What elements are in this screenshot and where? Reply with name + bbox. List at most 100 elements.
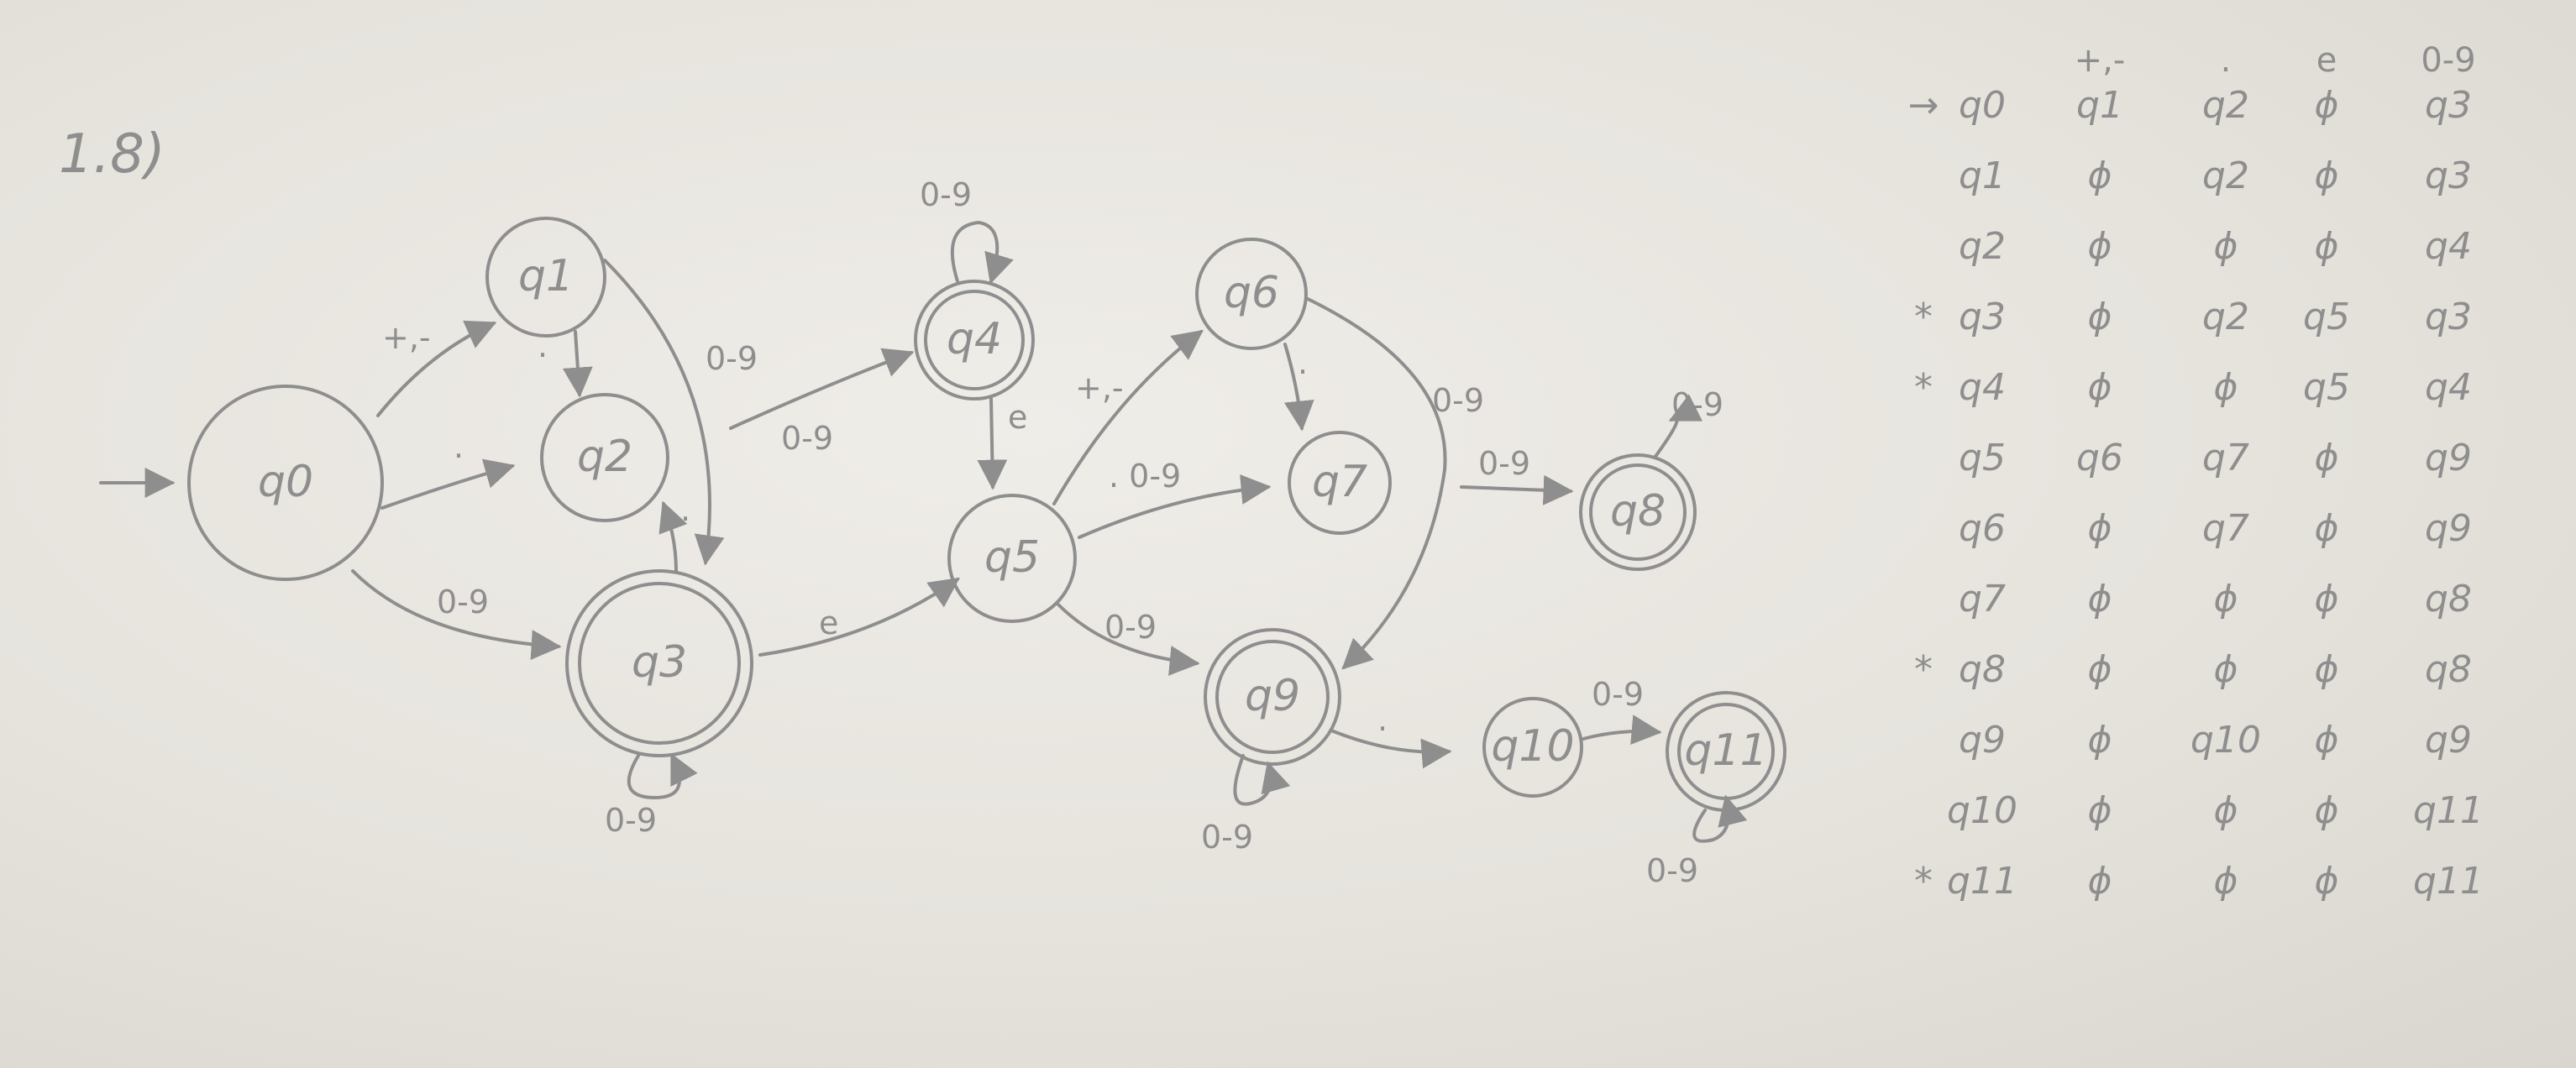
state-q0 [187, 385, 384, 581]
state-label-q3: q3 [632, 637, 687, 688]
table-cell: q1 [2076, 84, 2123, 127]
table-row-state: q10 [1947, 789, 2017, 832]
problem-label: 1.8) [59, 123, 165, 186]
start-marker: → [1908, 84, 1939, 127]
state-q5 [947, 494, 1077, 623]
table-cell: q7 [2202, 437, 2249, 479]
table-cell: ϕ [2087, 225, 2112, 268]
table-cell: ϕ [2213, 648, 2238, 691]
table-cell: ϕ [2314, 578, 2338, 620]
state-label-q7: q7 [1312, 457, 1367, 507]
table-cell: ϕ [2314, 437, 2338, 479]
state-q7 [1288, 431, 1392, 535]
loop-q11 [1692, 794, 1748, 843]
table-cell: ϕ [2314, 719, 2338, 762]
table-cell: ϕ [2087, 648, 2112, 691]
table-cell: q4 [2425, 225, 2472, 268]
edge-q6-q7 [1283, 343, 1314, 432]
edge-q0-q3 [351, 569, 562, 660]
table-cell: q5 [2303, 296, 2350, 338]
edge-q3-q2 [658, 500, 688, 573]
table-cell: q6 [2076, 437, 2123, 479]
edge-q0-q2 [380, 458, 516, 510]
table-row-state: q7 [1959, 578, 2006, 620]
table-cell: q3 [2425, 154, 2472, 197]
table-cell: q5 [2303, 366, 2350, 409]
edge-q1-q3 [603, 259, 725, 566]
state-label-q4: q4 [947, 314, 1002, 364]
table-cell: ϕ [2087, 366, 2112, 409]
table-cell: ϕ [2213, 789, 2238, 832]
table-cell: ϕ [2314, 225, 2338, 268]
label-q8-loop: 0-9 [1671, 386, 1723, 423]
table-column-header: e [2316, 41, 2337, 80]
table-cell: q8 [2425, 648, 2472, 691]
label-q1-q2: . [538, 327, 548, 364]
table-cell: ϕ [2213, 366, 2238, 409]
state-label-q9: q9 [1245, 671, 1300, 721]
label-q0-q3: 0-9 [437, 584, 489, 620]
state-q3-accept-ring [578, 582, 741, 745]
edge-q5-q6 [1052, 329, 1204, 505]
accept-marker: * [1914, 296, 1933, 338]
label-q5-q7: . 0-9 [1109, 458, 1181, 495]
table-cell: ϕ [2087, 154, 2112, 197]
state-label-q5: q5 [984, 532, 1040, 583]
edge-q9-q10 [1330, 729, 1452, 769]
table-row-state: q1 [1959, 154, 2006, 197]
state-q4-accept-ring [924, 290, 1025, 390]
state-label-q2: q2 [577, 432, 632, 482]
loop-q8 [1653, 394, 1703, 459]
label-q5-q9: 0-9 [1104, 609, 1157, 646]
table-cell: ϕ [2314, 789, 2338, 832]
table-cell: ϕ [2087, 789, 2112, 832]
table-row-state: q2 [1959, 225, 2006, 268]
edge-labels: +,- . 0-9 . 0-9 . 0-9 0-9 e 0-9 e +,- . … [382, 176, 1723, 889]
edge-q0-q1 [376, 320, 497, 417]
edge-q10-q11 [1582, 715, 1662, 746]
label-q3-q5: e [819, 605, 838, 641]
edge-q5-q9 [1057, 603, 1200, 676]
table-cell: q2 [2202, 154, 2249, 197]
edge-q2-q4 [729, 348, 915, 430]
table-cell: q2 [2202, 296, 2249, 338]
table-cell: ϕ [2213, 860, 2238, 903]
table-cell: ϕ [2213, 225, 2238, 268]
label-q6-q9: 0-9 [1432, 382, 1484, 419]
state-q2 [540, 393, 669, 522]
table-column-header: 0-9 [2421, 41, 2475, 80]
table-row-state: q6 [1959, 507, 2006, 550]
edge-q7-q8 [1460, 474, 1574, 505]
loop-q9 [1233, 754, 1291, 806]
table-cell: q9 [2425, 437, 2472, 479]
label-q11-loop: 0-9 [1646, 852, 1698, 889]
state-q9-accept-ring [1215, 640, 1330, 754]
table-column-header: . [2221, 41, 2232, 80]
label-q6-q7: . [1298, 344, 1308, 381]
state-q8 [1579, 453, 1697, 571]
table-cell: q9 [2425, 507, 2472, 550]
label-q5-q6: +,- [1075, 369, 1124, 406]
label-q3-q2: . [680, 491, 690, 528]
state-q3 [565, 569, 753, 757]
state-label-q6: q6 [1224, 268, 1279, 318]
label-q1-q3: 0-9 [706, 340, 758, 377]
table-cell: ϕ [2087, 719, 2112, 762]
table-cell: q11 [2413, 860, 2484, 903]
table-cell: q10 [2190, 719, 2261, 762]
table-cell: ϕ [2087, 860, 2112, 903]
state-label-q10: q10 [1491, 721, 1574, 772]
edge-q3-q5 [758, 577, 960, 657]
table-row-state: q11 [1947, 860, 2017, 903]
table-cell: q3 [2425, 84, 2472, 127]
edge-q4-q5 [977, 397, 1008, 490]
table-cell: q8 [2425, 578, 2472, 620]
table-column-header: +,- [2075, 41, 2126, 80]
table-cell: q3 [2425, 296, 2472, 338]
table-cell: ϕ [2087, 296, 2112, 338]
table-row-state: q5 [1959, 437, 2006, 479]
table-row-state: q9 [1959, 719, 2006, 762]
state-label-q0: q0 [258, 457, 313, 507]
